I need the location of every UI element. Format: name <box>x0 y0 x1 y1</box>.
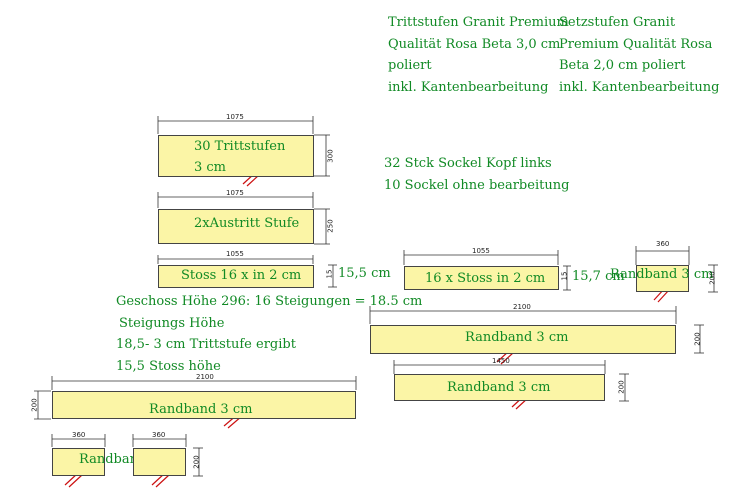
calc-note-line: Geschoss Höhe 296: 16 Steigungen = 18.5 … <box>116 294 423 309</box>
austritt-piece: 2xAustritt Stufe <box>158 209 314 244</box>
header-right-line: Premium Qualität Rosa <box>559 36 713 52</box>
randband-small-right-depth-dim: 200 <box>708 271 717 285</box>
stoss-right-depth-dim: 15 <box>560 271 569 281</box>
stoss-right-height-note: 15,7 cm <box>572 269 625 284</box>
randband-long-right-label: Randband 3 cm <box>465 330 569 345</box>
trittstufen-piece: 30 Trittstufen 3 cm <box>158 135 314 177</box>
randband-long-left-label: Randband 3 cm <box>149 402 253 417</box>
calc-note-line: Steigungs Höhe <box>119 315 225 331</box>
austritt-depth-dim: 250 <box>326 219 335 233</box>
stoss-right-piece: 16 x Stoss in 2 cm <box>404 266 559 290</box>
randband-mid-right-label: Randband 3 cm <box>447 380 551 395</box>
trittstufen-thickness-label: 3 cm <box>194 160 227 175</box>
randband-long-right-width-dim: 2100 <box>513 303 531 311</box>
header-left-line: inkl. Kantenbearbeitung <box>388 79 549 95</box>
calc-note-line: 15,5 Stoss höhe <box>116 358 221 374</box>
header-right-notes: Setzstufen Granit Premium Qualität Rosa … <box>559 12 719 98</box>
trittstufen-depth-dim: 300 <box>326 149 335 163</box>
randband-small-right-label: Randband 3 cm <box>610 267 714 282</box>
randband-small-right-width-dim: 360 <box>656 240 670 248</box>
randband-small-left-2-piece <box>133 448 186 476</box>
randband-mid-right-depth-dim: 200 <box>617 380 626 394</box>
randband-long-left-piece: Randband 3 cm <box>52 391 356 419</box>
calc-note-line: 18,5- 3 cm Trittstufe ergibt <box>116 337 296 352</box>
randband-small-left-1-piece <box>52 448 105 476</box>
header-right-line: Setzstufen Granit <box>559 15 676 30</box>
randband-long-left-width-dim: 2100 <box>196 373 214 381</box>
header-left-notes: Trittstufen Granit Premium Qualität Rosa… <box>388 12 569 98</box>
sockel-note-line: 10 Sockel ohne bearbeitung <box>384 177 570 193</box>
stoss-right-label: 16 x Stoss in 2 cm <box>425 271 546 286</box>
header-left-line: Trittstufen Granit Premium <box>388 15 569 30</box>
randband-mid-right-width-dim: 1450 <box>492 357 510 365</box>
stoss-left-width-dim: 1055 <box>226 250 244 258</box>
header-right-line: Beta 2,0 cm poliert <box>559 58 686 73</box>
randband-small-left-1-width-dim: 360 <box>72 431 86 439</box>
randband-mid-right-piece: Randband 3 cm <box>394 374 605 401</box>
sockel-notes: 32 Stck Sockel Kopf links 10 Sockel ohne… <box>384 153 569 196</box>
stoss-left-piece: Stoss 16 x in 2 cm <box>158 265 314 288</box>
sockel-note-line: 32 Stck Sockel Kopf links <box>384 156 552 171</box>
header-left-line: Qualität Rosa Beta 3,0 cm <box>388 36 561 52</box>
trittstufen-label: 30 Trittstufen <box>194 139 286 154</box>
randband-small-right-piece <box>636 265 689 292</box>
stoss-left-label: Stoss 16 x in 2 cm <box>181 268 302 283</box>
austritt-width-dim: 1075 <box>226 189 244 197</box>
stoss-left-depth-dim: 15 <box>325 269 334 279</box>
randband-long-right-piece: Randband 3 cm <box>370 325 676 354</box>
randband-small-left-2-width-dim: 360 <box>152 431 166 439</box>
randband-small-left-2-depth-dim: 200 <box>192 455 201 469</box>
randband-long-right-depth-dim: 200 <box>693 332 702 346</box>
trittstufen-width-dim: 1075 <box>226 113 244 121</box>
austritt-label: 2xAustritt Stufe <box>194 216 300 231</box>
randband-long-left-depth-dim: 200 <box>30 398 39 412</box>
stoss-right-width-dim: 1055 <box>472 247 490 255</box>
header-right-line: inkl. Kantenbearbeitung <box>559 79 720 95</box>
calc-notes: Geschoss Höhe 296: 16 Steigungen = 18.5 … <box>116 291 422 377</box>
header-left-line: poliert <box>388 58 432 73</box>
stoss-left-height-note: 15,5 cm <box>338 266 391 281</box>
